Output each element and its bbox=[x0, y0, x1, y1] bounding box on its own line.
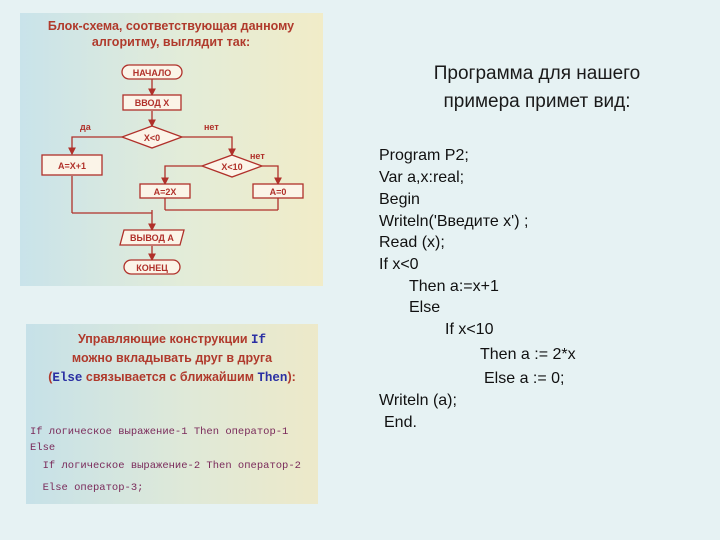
condition1-label: X<0 bbox=[144, 133, 160, 143]
yes1-label: да bbox=[80, 122, 92, 132]
no1-label: нет bbox=[204, 122, 219, 132]
program-line-11: Else a := 0; bbox=[484, 370, 565, 387]
program-title-line2: примера примет вид: bbox=[443, 91, 631, 112]
code-line-1: If логическое выражение-1 Then оператор-… bbox=[30, 426, 289, 438]
program-line-8: Else bbox=[409, 299, 441, 316]
nesting-line1-text: Управляющие конструкции bbox=[77, 332, 252, 346]
assign-a-0-block bbox=[252, 183, 304, 199]
assign-a-x1-block bbox=[41, 154, 103, 176]
nesting-heading-line2: можно вкладывать друг в друга bbox=[71, 351, 273, 365]
output-label: ВЫВОД A bbox=[130, 233, 174, 243]
flowchart-panel: Блок-схема, соответствующая данному алго… bbox=[20, 13, 323, 286]
keyword-else: Else bbox=[52, 371, 83, 385]
program-line-2: Var a,x:real; bbox=[379, 169, 465, 186]
input-block bbox=[122, 94, 182, 111]
end-label: КОНЕЦ bbox=[136, 263, 168, 273]
condition2-label: X<10 bbox=[221, 162, 242, 172]
program-line-12: Writeln (a); bbox=[379, 392, 457, 409]
program-title-line1: Программа для нашего bbox=[433, 63, 641, 84]
program-line-1: Program P2; bbox=[379, 147, 469, 164]
end-terminal bbox=[123, 259, 181, 275]
nesting-heading-line3: (Else связывается с ближайшим Then): bbox=[26, 370, 318, 385]
program-title: Программа для нашего примера примет вид: bbox=[372, 60, 702, 116]
program-line-10: Then a := 2*x bbox=[480, 346, 576, 363]
flowchart-diagram: Блок-схема, соответствующая данному алго… bbox=[41, 19, 304, 275]
condition-x-lt-0 bbox=[120, 125, 184, 149]
input-label: ВВОД X bbox=[135, 98, 170, 108]
program-line-5: Read (x); bbox=[379, 234, 445, 251]
code-line-3: If логическое выражение-2 Then оператор-… bbox=[30, 460, 301, 472]
paren-close: ): bbox=[287, 370, 296, 384]
start-terminal bbox=[121, 64, 183, 80]
assign-a-x1-label: A=X+1 bbox=[58, 161, 86, 171]
start-label: НАЧАЛО bbox=[133, 68, 172, 78]
condition-x-lt-10 bbox=[200, 154, 264, 178]
output-block bbox=[119, 229, 185, 246]
nesting-line3-text: связывается с ближайшим bbox=[82, 370, 258, 384]
program-line-6: If x<0 bbox=[379, 256, 419, 273]
paren-open: ( bbox=[48, 370, 53, 384]
no2-label: нет bbox=[250, 151, 265, 161]
assign-a-2x-block bbox=[139, 183, 191, 199]
code-line-2: Else bbox=[30, 442, 56, 454]
keyword-then: Then bbox=[257, 371, 288, 385]
nesting-panel: Управляющие конструкции If можно вкладыв… bbox=[26, 324, 318, 504]
program-line-4: Writeln('Введите х') ; bbox=[379, 213, 529, 230]
program-line-3: Begin bbox=[379, 191, 420, 208]
keyword-if: If bbox=[251, 333, 267, 347]
flowchart-title-line2: алгоритму, выглядит так: bbox=[92, 35, 250, 49]
flowchart-title-line1: Блок-схема, соответствующая данному bbox=[48, 19, 294, 33]
assign-a-0-label: A=0 bbox=[270, 187, 287, 197]
nesting-heading-line1: Управляющие конструкции If bbox=[26, 332, 318, 347]
code-line-4: Else оператор-3; bbox=[30, 482, 144, 494]
assign-a-2x-label: A=2X bbox=[154, 187, 177, 197]
program-line-9: If x<10 bbox=[445, 321, 494, 338]
program-line-13: End. bbox=[384, 414, 417, 431]
program-line-7: Then a:=x+1 bbox=[409, 278, 499, 295]
